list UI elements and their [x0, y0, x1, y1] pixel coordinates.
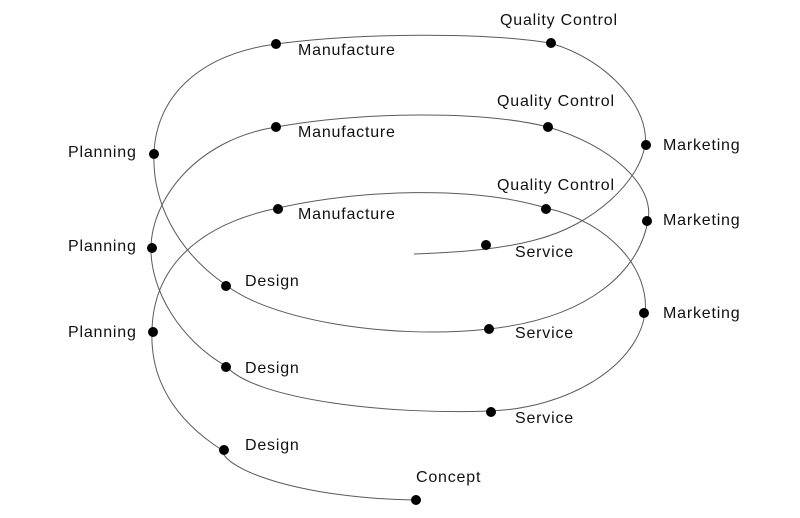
quality-control-dot-1 [541, 204, 551, 214]
quality-control-dot-2 [543, 122, 553, 132]
marketing-dot-2 [642, 216, 652, 226]
manufacture-label-2: Manufacture [298, 124, 396, 141]
spiral-line [150, 34, 650, 501]
manufacture-label-1: Manufacture [298, 206, 396, 223]
concept-label: Concept [416, 469, 481, 486]
service-dot-3 [481, 240, 491, 250]
marketing-dot-3 [641, 140, 651, 150]
planning-dot-3 [149, 149, 159, 159]
design-dot-1 [219, 445, 229, 455]
design-dot-3 [221, 281, 231, 291]
service-label-2: Service [515, 325, 574, 342]
manufacture-label-3: Manufacture [298, 42, 396, 59]
service-label-3: Service [515, 244, 574, 261]
planning-dot-2 [147, 243, 157, 253]
quality-control-dot-3 [546, 38, 556, 48]
quality-control-label-2: Quality Control [497, 93, 615, 110]
quality-control-label-3: Quality Control [500, 12, 618, 29]
planning-label-1: Planning [68, 324, 137, 341]
planning-label-3: Planning [68, 144, 137, 161]
marketing-dot-1 [639, 308, 649, 318]
planning-label-2: Planning [68, 238, 137, 255]
manufacture-dot-2 [271, 122, 281, 132]
manufacture-dot-3 [271, 39, 281, 49]
design-dot-2 [221, 362, 231, 372]
marketing-label-3: Marketing [663, 137, 740, 154]
service-dot-1 [486, 407, 496, 417]
planning-dot-1 [148, 327, 158, 337]
service-label-1: Service [515, 410, 574, 427]
design-label-3: Design [245, 273, 300, 290]
design-label-1: Design [245, 437, 300, 454]
marketing-label-1: Marketing [663, 305, 740, 322]
marketing-label-2: Marketing [663, 212, 740, 229]
design-label-2: Design [245, 360, 300, 377]
concept-dot [411, 495, 421, 505]
manufacture-dot-1 [273, 204, 283, 214]
quality-control-label-1: Quality Control [497, 177, 615, 194]
service-dot-2 [484, 324, 494, 334]
